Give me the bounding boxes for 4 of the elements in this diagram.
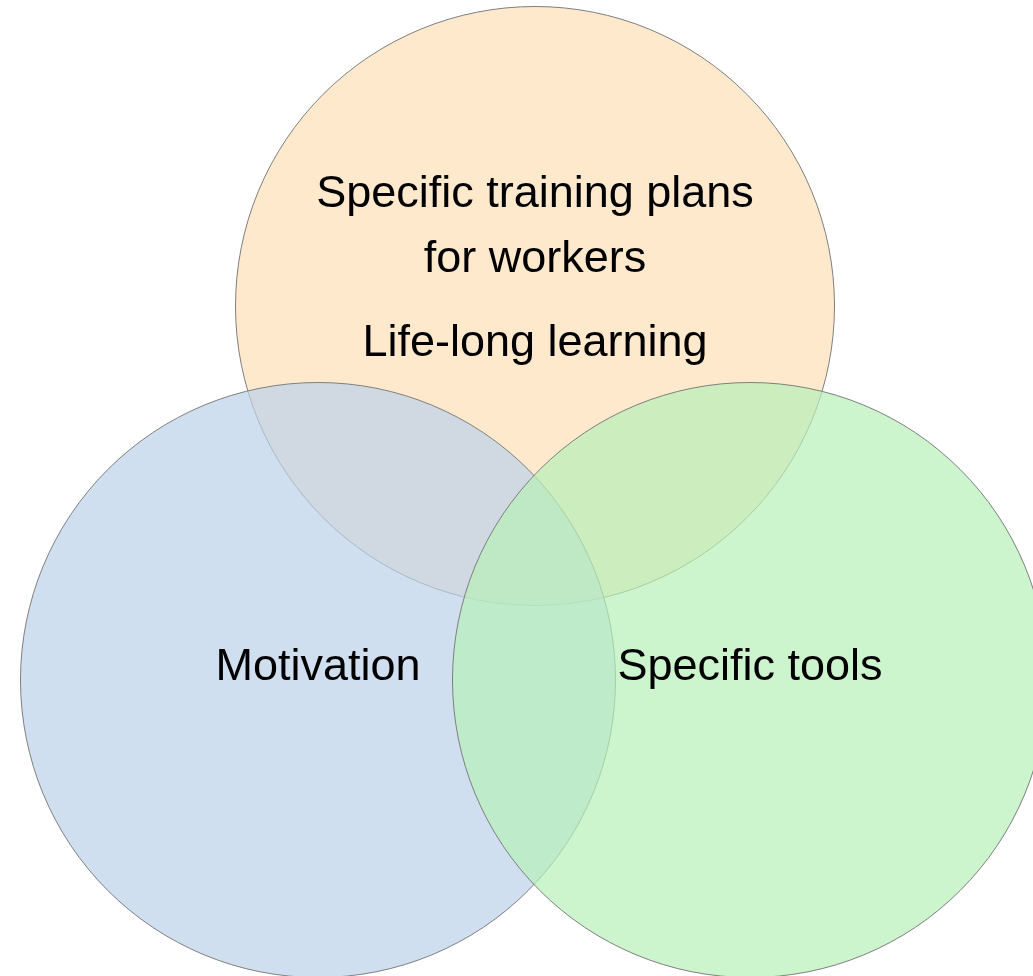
circle-label: Motivation: [215, 638, 421, 693]
circle-label: Specific tools: [617, 638, 883, 693]
circle-label: Life-long learning: [362, 313, 708, 368]
circle-label: Specific training plans for workers: [315, 165, 755, 285]
